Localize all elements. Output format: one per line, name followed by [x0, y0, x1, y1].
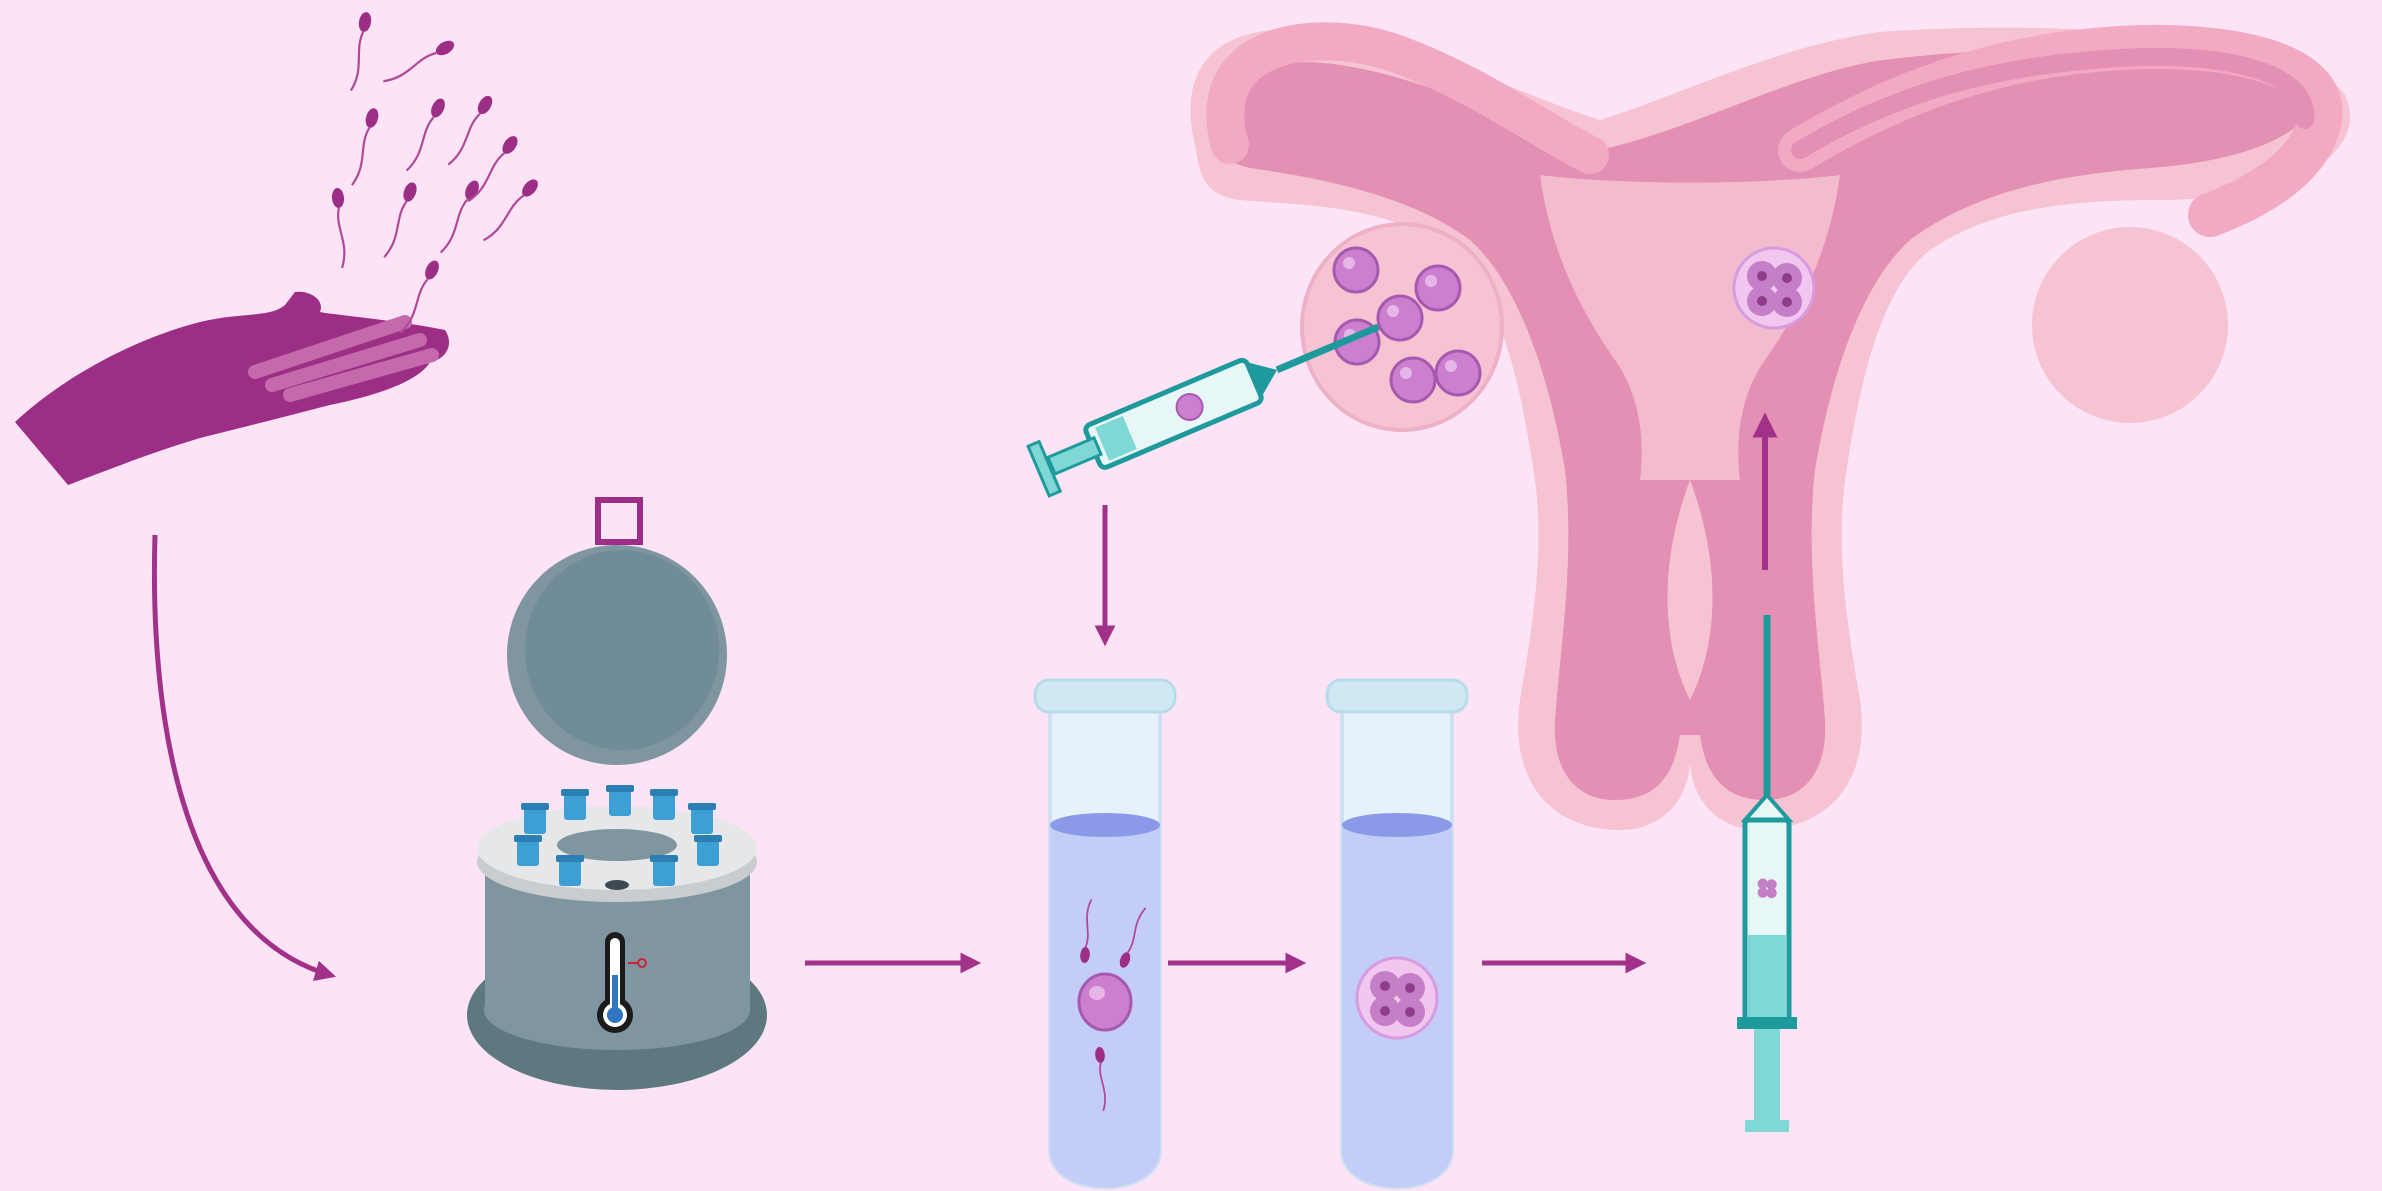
vial-icon [688, 803, 716, 834]
egg-cell-icon [1334, 248, 1378, 292]
vial-icon [556, 855, 584, 886]
ovary-icon [1302, 224, 1502, 430]
vial-icon [521, 803, 549, 834]
vial-icon [694, 835, 722, 866]
egg-cell-icon [1436, 351, 1480, 395]
embryo-icon [1357, 958, 1437, 1038]
egg-cell-icon [1391, 358, 1435, 402]
vial-icon [650, 855, 678, 886]
embryo-icon [1734, 248, 1814, 328]
right-ovary [2032, 227, 2228, 423]
egg-cell-icon [1378, 296, 1422, 340]
egg-cell-icon [1416, 266, 1460, 310]
vial-icon [561, 789, 589, 820]
vial-icon [650, 789, 678, 820]
test-tube-icon [1035, 680, 1175, 1188]
vial-icon [514, 835, 542, 866]
vial-icon [606, 785, 634, 816]
test-tube-icon [1327, 680, 1467, 1188]
